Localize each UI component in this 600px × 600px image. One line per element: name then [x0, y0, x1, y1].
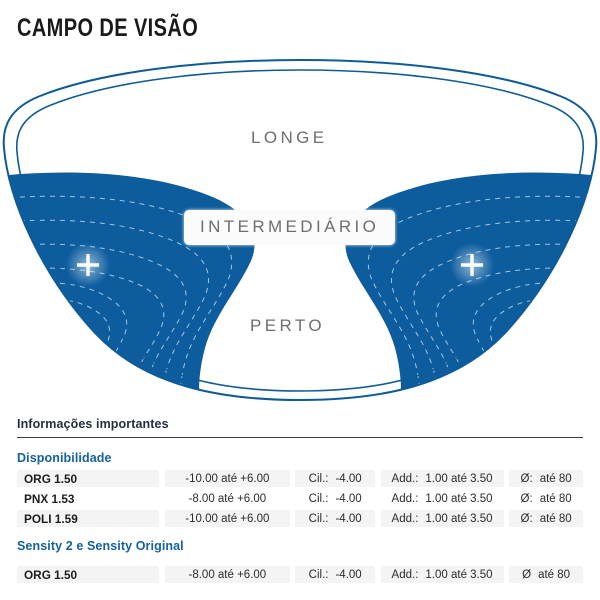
cell-adicao: Add.: 1.00 até 3.50 [380, 470, 504, 487]
cil-label: Cil.: [308, 492, 329, 505]
cell-adicao: Add.: 1.00 até 3.50 [380, 510, 504, 527]
cell-diametro: Ø até 80 [509, 566, 583, 583]
cil-value: -4.00 [335, 568, 362, 581]
diameter-value: até 80 [539, 492, 572, 505]
diameter-value: até 80 [539, 472, 572, 485]
cell-cilindrico: Cil.: -4.00 [295, 510, 375, 527]
zone-label-near: PERTO [250, 316, 325, 335]
cil-value: -4.00 [335, 492, 362, 505]
diameter-label: Ø: [520, 472, 533, 485]
lens-outline-outer [2, 58, 598, 402]
diameter-label: Ø: [520, 492, 533, 505]
cell-esferico: -10.00 até +6.00 [164, 510, 290, 527]
zone-label-far: LONGE [251, 128, 328, 147]
marker-plus-right [450, 243, 494, 287]
cell-diametro: Ø: até 80 [509, 490, 583, 507]
cell-diametro: Ø: até 80 [509, 470, 583, 487]
page-title: CAMPO DE VISÃO [17, 14, 199, 42]
cell-cilindrico: Cil.: -4.00 [295, 490, 374, 507]
lens-outline-inner [15, 69, 585, 392]
cell-product-name: ORG 1.50 [17, 470, 160, 487]
cell-diametro: Ø: até 80 [509, 510, 583, 527]
cil-label: Cil.: [308, 568, 329, 581]
marker-plus-left [66, 243, 110, 287]
cell-cilindrico: Cil.: -4.00 [295, 470, 375, 487]
cell-product-name: ORG 1.50 [17, 566, 160, 583]
add-value: 1.00 até 3.50 [425, 472, 493, 485]
near-vision-corridor [250, 263, 350, 400]
diameter-label: Ø: [520, 512, 533, 525]
info-heading: Informações importantes [17, 417, 169, 431]
diameter-value: até 80 [538, 568, 571, 581]
blur-zone-right [345, 172, 597, 400]
group-heading-disponibilidade: Disponibilidade [17, 451, 112, 465]
cell-esferico: -8.00 até +6.00 [188, 492, 267, 505]
diameter-value: até 80 [539, 512, 572, 525]
info-divider [17, 437, 583, 439]
cell-adicao: Add.: 1.00 até 3.50 [381, 490, 504, 507]
add-label: Add.: [391, 568, 419, 581]
cil-label: Cil.: [308, 472, 329, 485]
table-row: PNX 1.53 -8.00 até +6.00 Cil.: -4.00 Add… [17, 490, 583, 507]
cil-label: Cil.: [308, 512, 329, 525]
add-label: Add.: [391, 512, 419, 525]
add-value: 1.00 até 3.50 [425, 492, 493, 505]
group-heading-sensity: Sensity 2 e Sensity Original [17, 539, 184, 553]
lens-diagram: LONGE INTERMEDIÁRIO PERTO [0, 48, 600, 408]
cell-adicao: Add.: 1.00 até 3.50 [380, 566, 504, 583]
cell-esferico: -8.00 até +6.00 [164, 566, 290, 583]
add-value: 1.00 até 3.50 [425, 512, 493, 525]
cell-product-name: PNX 1.53 [24, 491, 75, 506]
cil-value: -4.00 [335, 512, 362, 525]
cil-value: -4.00 [335, 472, 362, 485]
add-label: Add.: [391, 472, 419, 485]
table-row: POLI 1.59 -10.00 até +6.00 Cil.: -4.00 A… [17, 510, 583, 527]
zone-label-intermediate: INTERMEDIÁRIO [184, 210, 396, 245]
blur-zone-left [3, 172, 255, 400]
blur-zones [3, 172, 597, 400]
cell-product-name: POLI 1.59 [17, 510, 160, 527]
cell-esferico: -10.00 até +6.00 [164, 470, 290, 487]
table-row: ORG 1.50 -10.00 até +6.00 Cil.: -4.00 Ad… [17, 470, 583, 487]
table-row: ORG 1.50 -8.00 até +6.00 Cil.: -4.00 Add… [17, 566, 583, 583]
cell-cilindrico: Cil.: -4.00 [295, 566, 375, 583]
add-value: 1.00 até 3.50 [425, 568, 493, 581]
diameter-label: Ø [522, 568, 532, 581]
add-label: Add.: [391, 492, 419, 505]
